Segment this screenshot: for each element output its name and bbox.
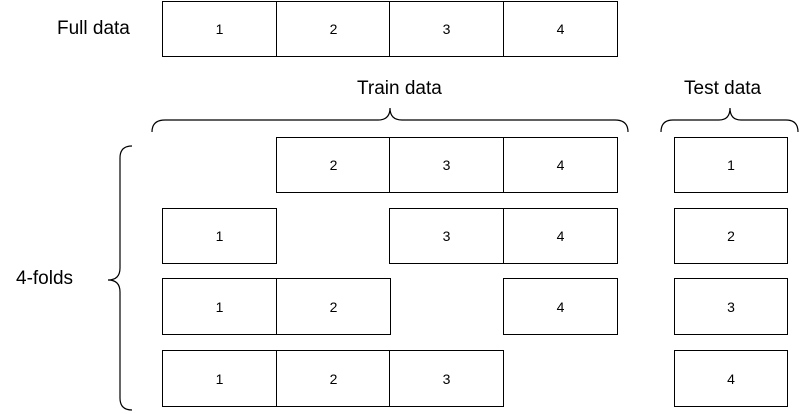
fold-2-train-block-4: 4 bbox=[503, 208, 618, 264]
fold-4-train-block-3: 3 bbox=[389, 350, 504, 407]
fold-3-train-block-2: 2 bbox=[276, 278, 391, 335]
test-data-label: Test data bbox=[684, 78, 762, 99]
test-data-brace bbox=[660, 107, 799, 133]
fold-4-train-block-1: 1 bbox=[162, 350, 277, 407]
fold-3-train-block-1: 1 bbox=[162, 278, 277, 335]
full-data-block-2: 2 bbox=[276, 1, 391, 57]
full-data-block-4: 4 bbox=[503, 1, 618, 57]
folds-label: 4-folds bbox=[16, 268, 74, 289]
full-data-label: Full data bbox=[57, 18, 130, 39]
folds-brace bbox=[107, 145, 133, 411]
fold-3-train-block-4: 4 bbox=[503, 278, 618, 335]
full-data-block-3: 3 bbox=[389, 1, 504, 57]
fold-2-test-block: 2 bbox=[674, 208, 788, 264]
fold-1-train-block-4: 4 bbox=[503, 137, 618, 193]
fold-4-train-block-2: 2 bbox=[276, 350, 391, 407]
fold-1-test-block: 1 bbox=[674, 137, 788, 193]
fold-2-train-block-1: 1 bbox=[162, 208, 277, 264]
fold-2-train-block-3: 3 bbox=[389, 208, 504, 264]
train-data-label: Train data bbox=[357, 78, 442, 99]
train-data-brace bbox=[151, 107, 629, 133]
fold-4-test-block: 4 bbox=[674, 350, 788, 407]
fold-3-test-block: 3 bbox=[674, 278, 788, 335]
